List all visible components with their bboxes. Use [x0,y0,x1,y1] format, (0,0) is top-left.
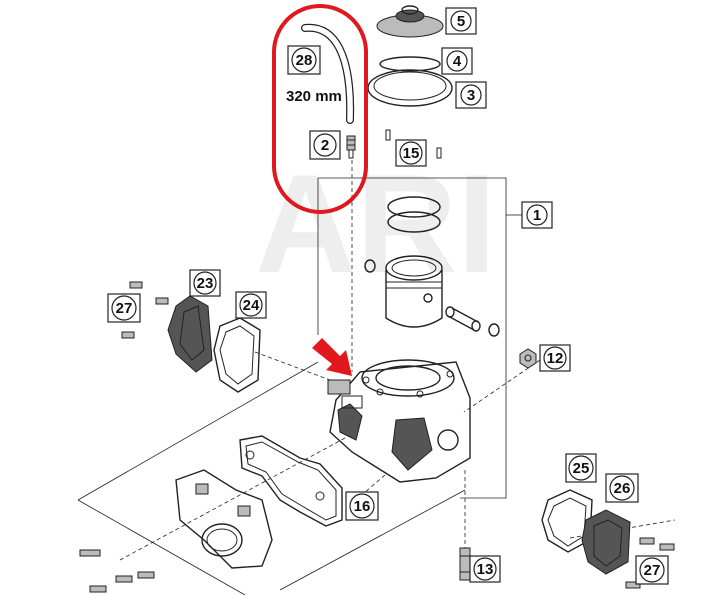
part-27-screws-right [625,537,675,589]
callout-4: 4 [441,47,473,75]
part-13-stud [459,547,471,581]
callout-28: 28 [287,45,321,75]
callout-23: 23 [189,269,221,297]
part-2-fitting [346,135,356,159]
callout-24: 24 [235,291,267,319]
assembly-frame [77,177,522,595]
callout-25: 25 [565,453,597,483]
bottom-left-bolts [79,549,155,593]
part-1-piston-pin [445,306,481,332]
part-1-circlips [364,259,500,337]
svg-text:23: 23 [197,275,214,292]
svg-text:3: 3 [467,87,475,104]
svg-text:27: 27 [644,562,661,579]
svg-text:27: 27 [116,300,133,317]
watermark: ARI [255,145,496,302]
callout-16: 16 [345,491,379,521]
part-24-gasket [213,317,261,393]
svg-text:15: 15 [403,145,420,162]
part-27-screws-left [121,281,169,339]
callout-27-right: 27 [635,555,669,585]
hose-length-label: 320 mm [286,88,342,105]
exhaust-manifold [175,469,273,569]
part-1-piston-rings [387,196,441,233]
part-5-cap [376,5,444,38]
callout-12: 12 [539,344,571,372]
red-pointer-arrow [312,338,352,376]
svg-text:25: 25 [573,460,590,477]
part-4-seal-ring [379,56,441,72]
callout-26: 26 [605,473,639,503]
svg-text:24: 24 [243,297,260,314]
svg-text:4: 4 [453,53,462,70]
callout-27-left: 27 [107,293,141,323]
cylinder-block [327,359,471,483]
part-26-cover [581,509,631,575]
part-1-piston [385,255,443,328]
part-23-cover [167,295,213,373]
callout-13: 13 [469,555,501,583]
part-25-gasket [541,489,593,553]
callout-5: 5 [445,7,477,35]
hose-highlight [272,4,368,214]
svg-text:28: 28 [296,52,313,69]
svg-text:2: 2 [321,137,329,154]
svg-text:5: 5 [457,13,465,30]
svg-text:13: 13 [477,561,494,578]
svg-text:12: 12 [547,350,564,367]
callout-15: 15 [395,139,427,167]
part-12-nut [519,348,537,369]
svg-text:26: 26 [614,480,631,497]
part-3-gasket-ring [367,69,453,107]
part-15-pins [385,129,442,159]
svg-text:1: 1 [533,207,541,224]
callout-2: 2 [309,130,341,160]
svg-text:16: 16 [354,498,371,515]
callout-3: 3 [455,81,487,109]
callout-1: 1 [521,201,553,229]
part-28-hose [301,23,355,124]
part-16-gasket [239,435,343,527]
